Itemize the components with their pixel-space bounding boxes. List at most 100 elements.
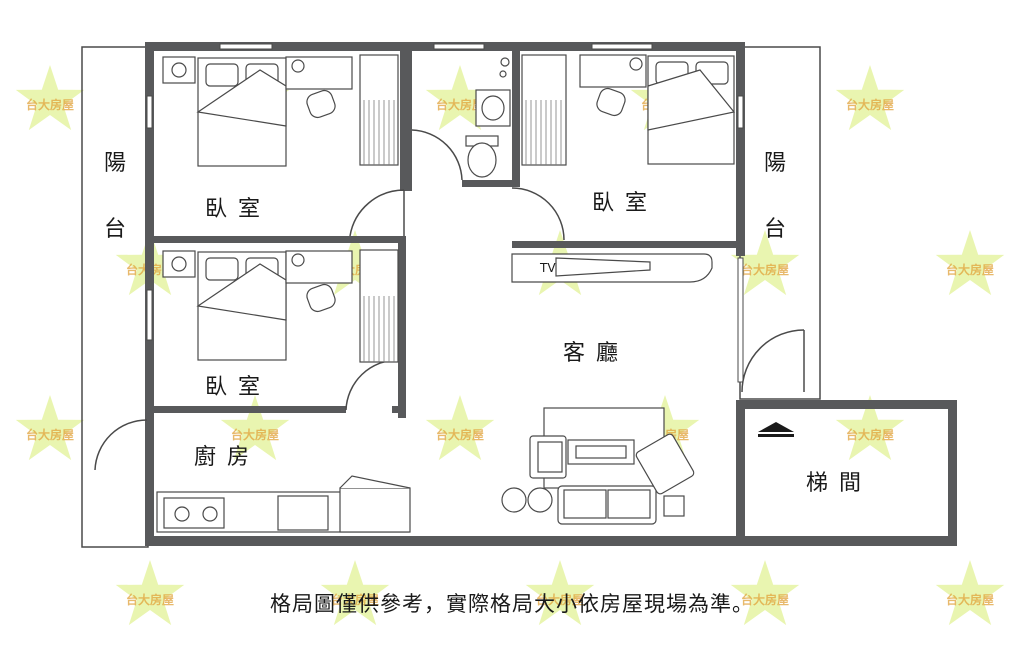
watermark-logo: 台大房屋 — [730, 230, 800, 296]
wall-stair-right — [948, 400, 957, 546]
wall-bath-left — [408, 51, 412, 191]
watermark-text: 台大房屋 — [741, 592, 789, 607]
lamp-icon — [171, 62, 187, 78]
watermark-logo: 台大房屋 — [835, 65, 905, 131]
lamp-icon — [291, 253, 305, 267]
label-bedroom-top-right: 臥 室 — [592, 191, 649, 216]
sofa-cushion — [607, 489, 651, 519]
watermark-logo: 台大房屋 — [115, 560, 185, 626]
burner-icon — [202, 506, 218, 522]
plant-icon — [527, 487, 553, 513]
watermark-logo: 台大房屋 — [935, 230, 1005, 296]
door-main — [741, 329, 805, 393]
wall-bed1-bottom — [154, 236, 406, 243]
doors — [94, 129, 805, 471]
blanket — [647, 69, 736, 131]
lamp-icon — [629, 57, 643, 71]
watermark-star-icon — [320, 560, 390, 626]
watermark-text: 台大房屋 — [231, 427, 279, 442]
wall-bed1-right — [400, 51, 408, 191]
watermark-star-icon — [115, 560, 185, 626]
window — [737, 257, 744, 383]
watermark-text: 台大房屋 — [946, 262, 994, 277]
door-kitchen-balcony — [94, 419, 148, 471]
wall-bath-right — [512, 51, 520, 187]
fridge — [339, 487, 411, 533]
door-bath — [411, 129, 463, 181]
watermark-logo: 台大房屋 — [425, 65, 495, 131]
watermark-star-icon — [425, 395, 495, 461]
bedroom2-furniture — [521, 54, 736, 166]
watermark-text: 台大房屋 — [26, 97, 74, 112]
window — [591, 43, 653, 50]
wardrobe — [521, 54, 567, 166]
chair — [306, 283, 336, 313]
watermark-logo: 台大房屋 — [835, 395, 905, 461]
watermark-star-icon — [730, 560, 800, 626]
wardrobe-lines — [363, 100, 562, 362]
label-balcony-right-1: 陽 — [764, 151, 788, 176]
watermark-logo: 台大房屋 — [730, 560, 800, 626]
lounge-chair — [635, 433, 695, 495]
watermark-logo: 台大房屋 — [425, 395, 495, 461]
label-stairwell: 梯 間 — [806, 471, 863, 496]
door-bed2 — [511, 187, 565, 241]
side-table — [663, 495, 685, 517]
plant-icon — [501, 487, 527, 513]
wall-right-upper — [736, 42, 745, 256]
watermark-logo: 台大房屋 — [15, 395, 85, 461]
watermark-star-icon — [630, 395, 700, 461]
label-bedroom-mid-left: 臥 室 — [205, 375, 262, 400]
lamp-icon — [291, 59, 305, 73]
arrow-up-icon — [758, 422, 794, 432]
door-bed3 — [345, 359, 399, 411]
faucet-icon — [500, 57, 510, 67]
label-balcony-left-2: 台 — [104, 217, 128, 242]
watermark-logo: 台大房屋 — [525, 560, 595, 626]
armchair-seat — [537, 441, 563, 473]
watermark-star-icon — [15, 395, 85, 461]
watermark-star-icon — [935, 230, 1005, 296]
wall-stair-top — [736, 400, 957, 409]
living-room-furniture — [501, 407, 695, 525]
tv-label: TV — [539, 261, 556, 275]
lamp-icon — [171, 256, 187, 272]
wall-bottom — [145, 536, 957, 546]
wall-bed2-bottom — [512, 241, 744, 248]
kitchen-sink — [277, 495, 329, 531]
watermark-star-icon — [220, 395, 290, 461]
pillow — [205, 63, 239, 87]
label-living-room: 客 廳 — [563, 341, 620, 366]
bedroom3-furniture — [162, 249, 399, 363]
watermark-star-icon — [15, 65, 85, 131]
watermark-star-icon — [835, 395, 905, 461]
wall-right-lower — [736, 400, 745, 546]
room-labels: 臥 室 臥 室 臥 室 客 廳 廚 房 梯 間 陽 台 陽 台 — [104, 151, 863, 496]
watermark-star-icon — [525, 560, 595, 626]
tv-cabinet: TV — [511, 253, 713, 283]
watermark-text: 台大房屋 — [846, 427, 894, 442]
kitchen-fixtures — [156, 475, 411, 533]
burner-icon — [174, 506, 190, 522]
watermark-text: 台大房屋 — [846, 97, 894, 112]
label-balcony-right-2: 台 — [764, 217, 788, 242]
wall-bed3-right — [398, 243, 406, 418]
label-bedroom-top-left: 臥 室 — [205, 197, 262, 222]
watermark-star-icon — [320, 230, 390, 296]
tv-screen — [555, 257, 651, 277]
watermark-text: 台大房屋 — [946, 592, 994, 607]
bedroom1-furniture — [162, 54, 399, 167]
disclaimer-caption: 格局圖僅供參考，實際格局大小依房屋現場為準。 — [270, 592, 754, 616]
watermark-logo: 台大房屋 — [320, 560, 390, 626]
window — [146, 289, 153, 341]
sink-basin — [481, 95, 505, 121]
arrow-base — [758, 434, 794, 437]
window — [146, 95, 153, 129]
window — [737, 95, 744, 129]
watermark-star-icon — [730, 230, 800, 296]
chair — [306, 89, 336, 119]
chair — [596, 87, 626, 117]
toilet-bowl — [467, 142, 497, 178]
window — [219, 43, 273, 50]
